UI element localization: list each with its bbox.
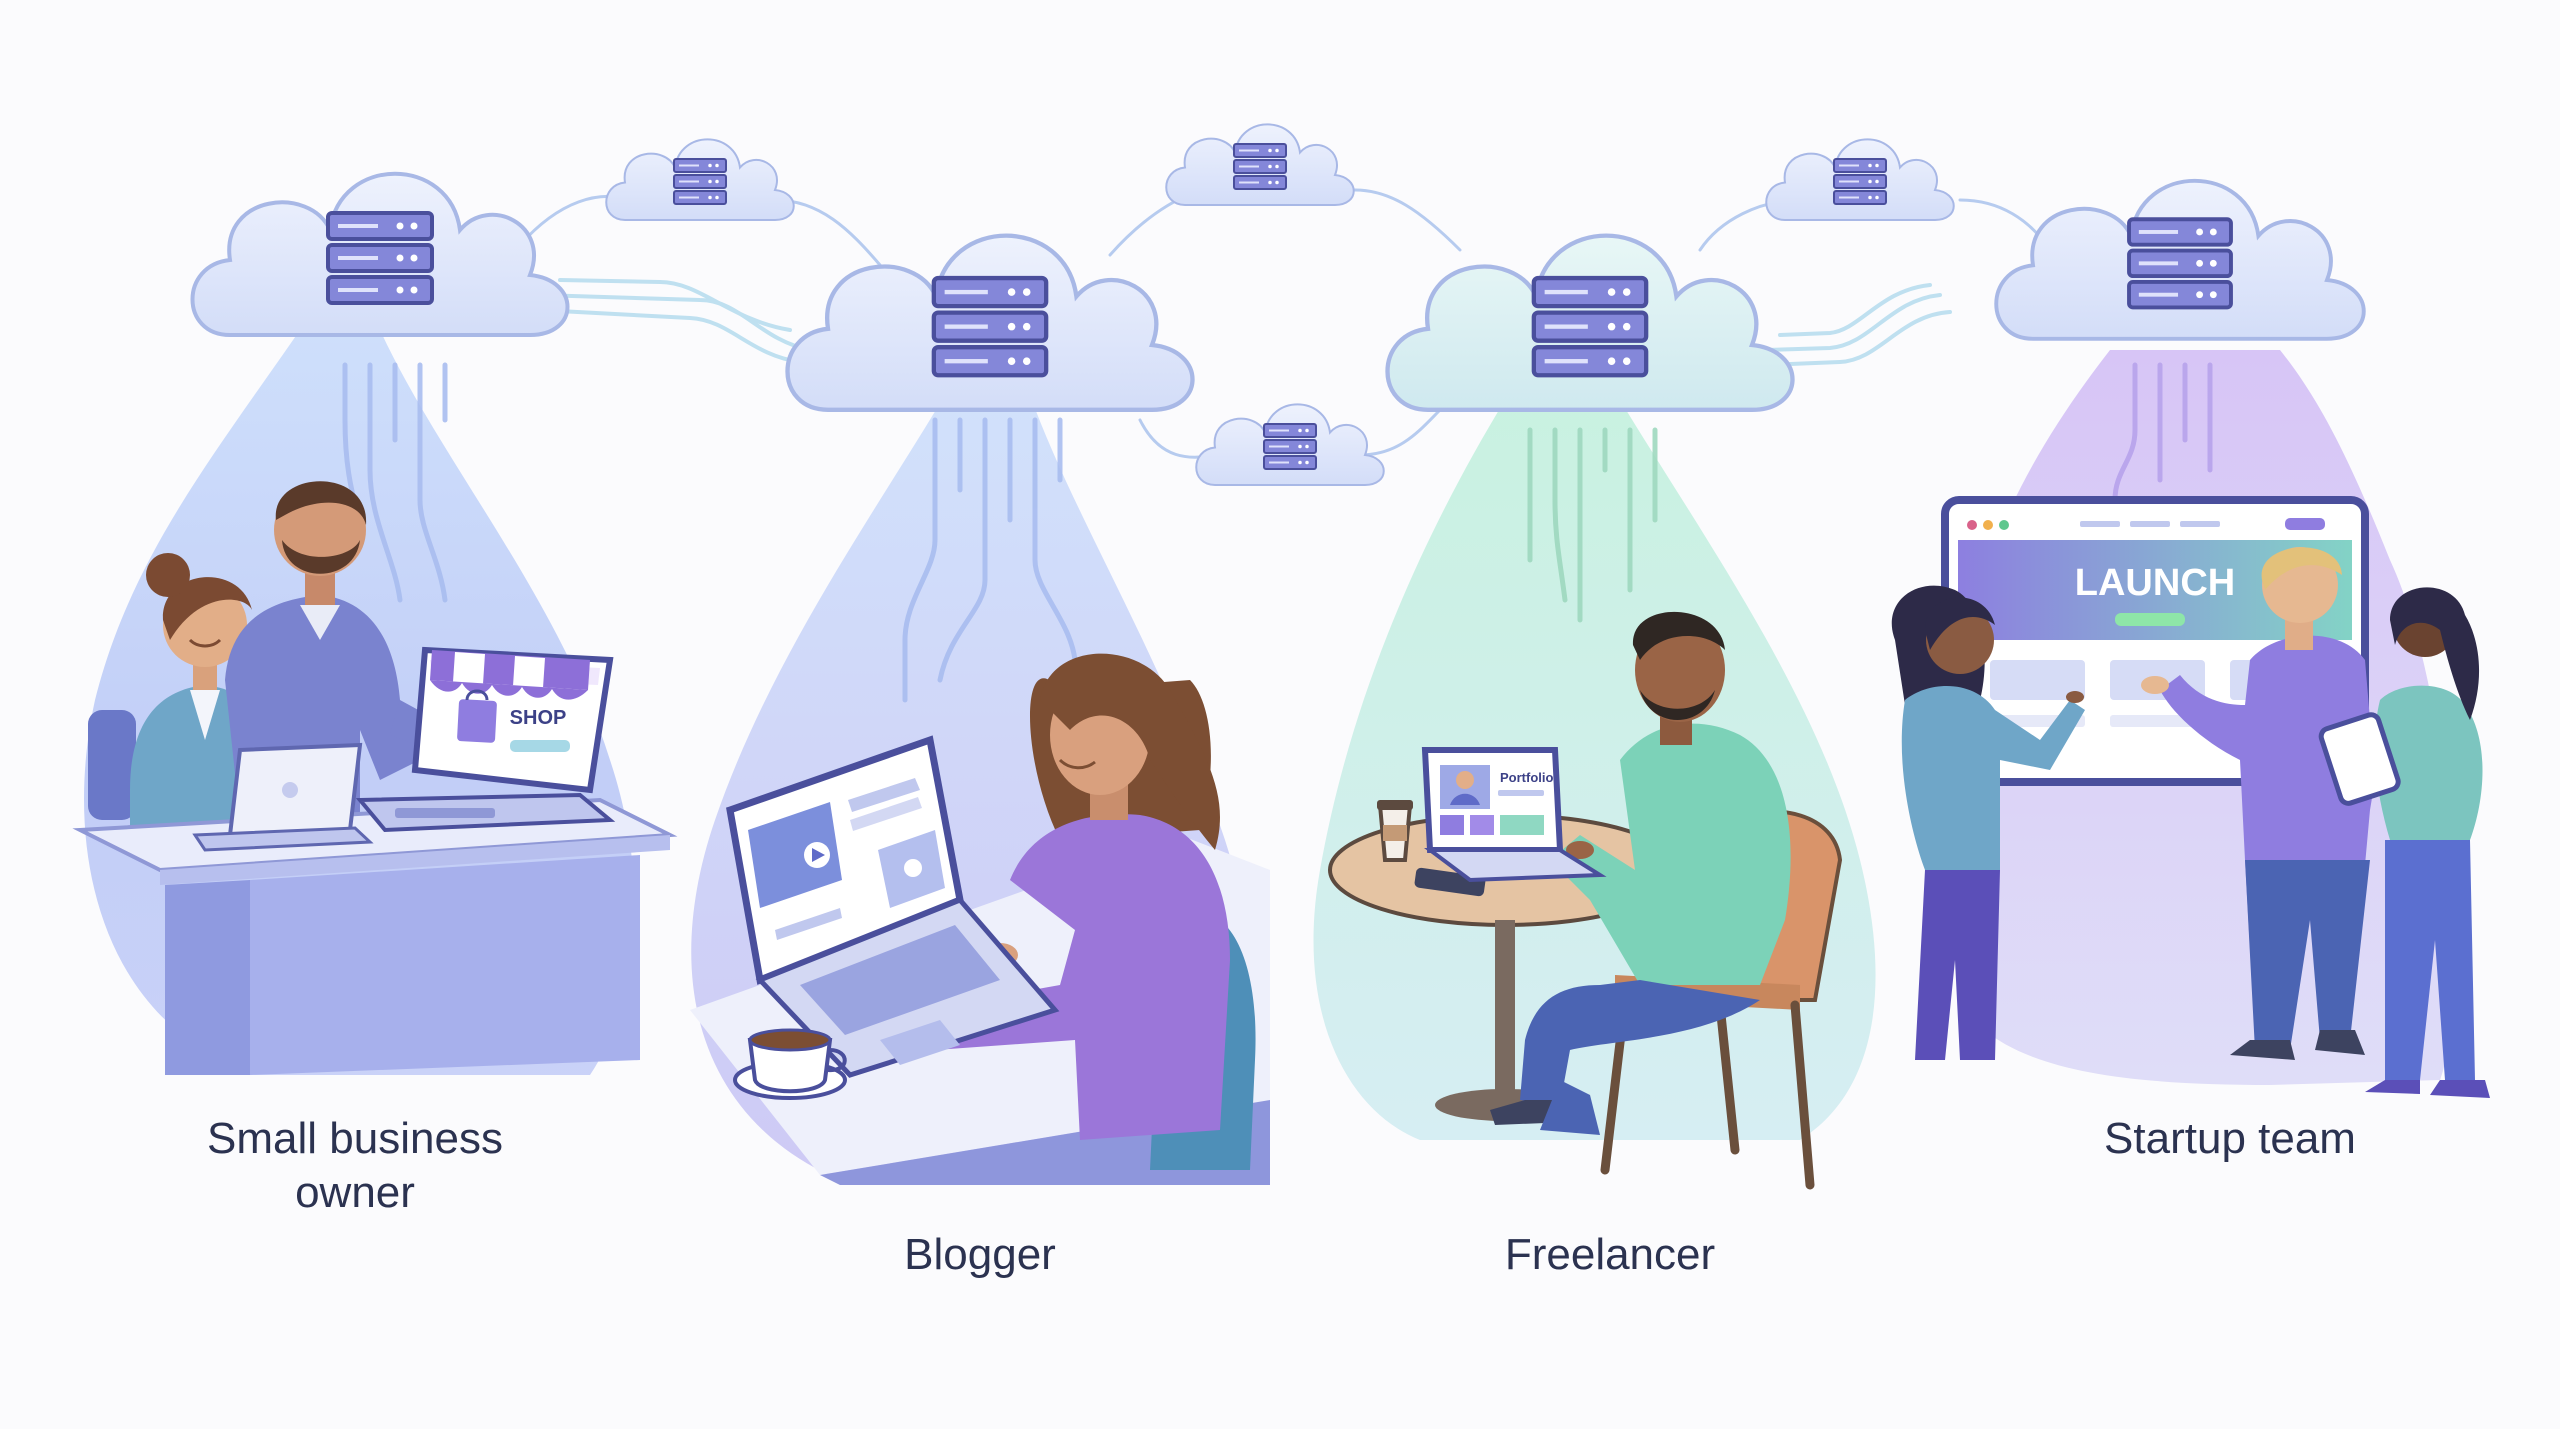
scene-small-business: SHOP: [72, 481, 678, 1075]
server-stack-icon: [1833, 158, 1887, 205]
portfolio-heading: Portfolio: [1500, 770, 1553, 785]
woman-startup-right: [2318, 587, 2490, 1098]
coffee-cup-icon: [733, 1028, 847, 1100]
caption-line-1: Freelancer: [1504, 1230, 1716, 1279]
scene-freelancer: Portfolio: [1328, 611, 1843, 1190]
caption-line-2: owner: [295, 1168, 415, 1217]
caption-blogger: Blogger: [830, 1228, 1130, 1282]
scene-startup: LAUNCH: [1891, 496, 2490, 1098]
server-stack-icon: [1233, 143, 1287, 190]
laptop-small: [192, 742, 374, 852]
woman-startup-left: [1891, 585, 2085, 1060]
caption-freelancer: Freelancer: [1460, 1228, 1760, 1282]
laptop-freelancer: Portfolio: [1421, 747, 1607, 883]
man-freelancer: [1490, 611, 1791, 1135]
cloud-server-icon: [605, 138, 795, 221]
desk: [72, 797, 678, 1075]
server-stack-icon: [1531, 275, 1649, 378]
cloud-server-icon: [785, 233, 1195, 412]
cloud-server-icon: [190, 171, 570, 337]
caption-line-1: Small business: [207, 1114, 503, 1163]
cloud-server-icon: [1195, 403, 1385, 486]
laptop-shop: SHOP: [355, 646, 616, 833]
server-stack-icon: [931, 275, 1049, 378]
data-streams: [342, 362, 2213, 703]
tablet-icon: [2318, 712, 2401, 806]
shop-sign-text: SHOP: [510, 707, 567, 729]
shop-sign-box: [505, 708, 571, 728]
server-stack-icon: [1263, 423, 1317, 470]
network-links: [518, 188, 2052, 459]
launch-banner-text: LAUNCH: [2075, 562, 2235, 604]
coffee-cup-icon: [1377, 800, 1413, 862]
launch-cta: [2115, 613, 2185, 626]
cloud-server-icon: [1385, 233, 1795, 412]
cloud-server-icon: [1165, 123, 1355, 206]
shop-awning: [430, 650, 590, 700]
laptop-blogger: [726, 735, 1060, 1078]
caption-startup-team: Startup team: [2060, 1112, 2400, 1166]
cloud-server-icon: [1765, 138, 1955, 221]
server-stack-icon: [673, 158, 727, 205]
server-stack-icon: [2127, 217, 2233, 310]
woman-blogger: [900, 653, 1230, 1140]
cloud-server-icon: [1994, 179, 2366, 341]
caption-small-business-owner: Small business owner: [160, 1112, 550, 1220]
caption-line-1: Blogger: [904, 1230, 1056, 1279]
caption-line-1: Startup team: [2104, 1114, 2356, 1163]
server-stack-icon: [326, 211, 434, 305]
scene-blogger: [690, 653, 1270, 1185]
